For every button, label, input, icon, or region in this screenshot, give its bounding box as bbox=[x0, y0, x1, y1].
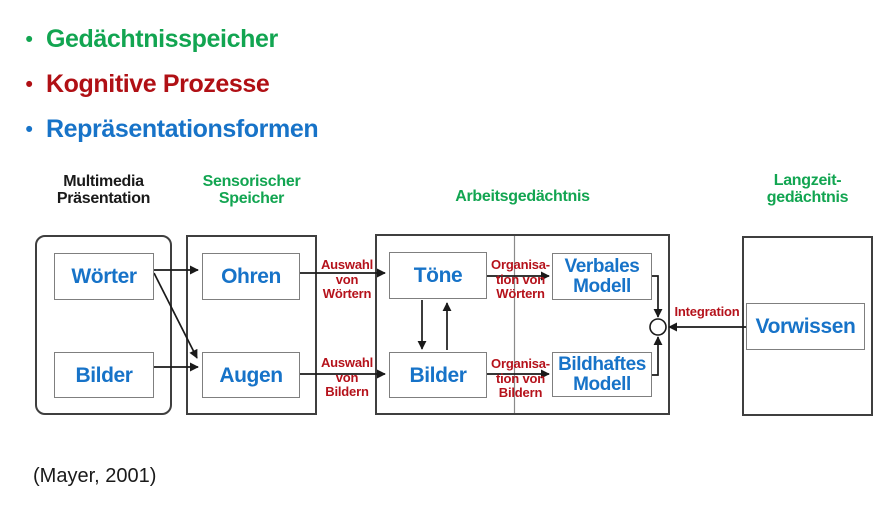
box-bilder-praesentation: Bilder bbox=[54, 352, 154, 398]
label-auswahl-von-bildern: Auswahl von Bildern bbox=[317, 355, 377, 400]
header-arbeitsgedaechtnis: Arbeitsgedächtnis bbox=[375, 188, 670, 205]
bullet-icon: • bbox=[25, 27, 33, 51]
box-label: Bilder bbox=[75, 363, 133, 387]
box-label-line: Bildhaftes bbox=[558, 353, 646, 375]
header-line: Arbeitsgedächtnis bbox=[455, 188, 590, 205]
box-vorwissen: Vorwissen bbox=[746, 303, 865, 350]
header-line: Sensorischer bbox=[202, 173, 301, 190]
bullet-label-repraesentationsformen: Repräsentationsformen bbox=[46, 115, 319, 143]
header-line: Präsentation bbox=[56, 190, 151, 207]
bullet-list: • Gedächtnisspeicher • Kognitive Prozess… bbox=[20, 17, 319, 152]
label-line: Integration bbox=[674, 304, 740, 319]
container-langzeitgedaechtnis bbox=[742, 236, 873, 416]
header-sensorischer-speicher: Sensorischer Speicher bbox=[186, 173, 317, 207]
header-line: Langzeit- bbox=[773, 172, 842, 189]
bullet-item-repraesentationsformen: • Repräsentationsformen bbox=[20, 107, 319, 152]
label-line: Bildern bbox=[498, 385, 543, 400]
label-line: Wörtern bbox=[322, 286, 372, 301]
box-label-line: Modell bbox=[573, 373, 631, 395]
label-line: Auswahl bbox=[320, 257, 374, 272]
box-label: Töne bbox=[413, 264, 463, 287]
box-toene: Töne bbox=[389, 252, 487, 299]
header-line: gedächtnis bbox=[766, 189, 849, 206]
label-auswahl-von-woertern: Auswahl von Wörtern bbox=[317, 257, 377, 302]
label-line: tion von bbox=[496, 370, 545, 386]
box-label: Wörter bbox=[71, 265, 137, 288]
label-line: Organisa- bbox=[491, 257, 550, 272]
box-woerter: Wörter bbox=[54, 253, 154, 300]
bullet-label-kognitive-prozesse: Kognitive Prozesse bbox=[46, 70, 270, 98]
label-line: Bildern bbox=[325, 384, 369, 399]
bullet-icon: • bbox=[25, 72, 33, 96]
box-label: Bilder bbox=[409, 363, 467, 387]
label-organisation-von-woertern: Organisa- tion von Wörtern bbox=[489, 257, 552, 302]
label-line: von bbox=[335, 369, 359, 385]
label-line: Organisa- bbox=[491, 356, 550, 371]
box-label: Augen bbox=[219, 363, 283, 387]
header-line: Multimedia bbox=[63, 173, 144, 190]
bullet-item-kognitive-prozesse: • Kognitive Prozesse bbox=[20, 62, 318, 107]
header-line: Speicher bbox=[218, 190, 285, 207]
box-label: Vorwissen bbox=[755, 315, 856, 338]
box-label-line: Verbales bbox=[564, 255, 640, 277]
box-label-line: Modell bbox=[573, 275, 631, 297]
label-line: Auswahl bbox=[320, 355, 374, 370]
label-line: von bbox=[335, 271, 359, 287]
box-label: Ohren bbox=[221, 265, 281, 288]
label-integration: Integration bbox=[671, 304, 743, 320]
box-ohren: Ohren bbox=[202, 253, 300, 300]
header-langzeitgedaechtnis: Langzeit- gedächtnis bbox=[742, 172, 873, 206]
box-augen: Augen bbox=[202, 352, 300, 398]
box-bildhaftes-modell: Bildhaftes Modell bbox=[552, 352, 652, 397]
bullet-item-gedaechtnisspeicher: • Gedächtnisspeicher bbox=[20, 17, 318, 62]
bullet-icon: • bbox=[25, 117, 33, 141]
label-organisation-von-bildern: Organisa- tion von Bildern bbox=[489, 356, 552, 401]
box-bilder-arbeitsgedaechtnis: Bilder bbox=[389, 352, 487, 398]
header-multimedia-praesentation: Multimedia Präsentation bbox=[35, 173, 172, 207]
box-verbales-modell: Verbales Modell bbox=[552, 253, 652, 300]
label-line: Wörtern bbox=[496, 286, 545, 301]
label-line: tion von bbox=[496, 271, 545, 287]
bullet-label-gedaechtnisspeicher: Gedächtnisspeicher bbox=[46, 25, 278, 53]
citation: (Mayer, 2001) bbox=[33, 465, 157, 487]
